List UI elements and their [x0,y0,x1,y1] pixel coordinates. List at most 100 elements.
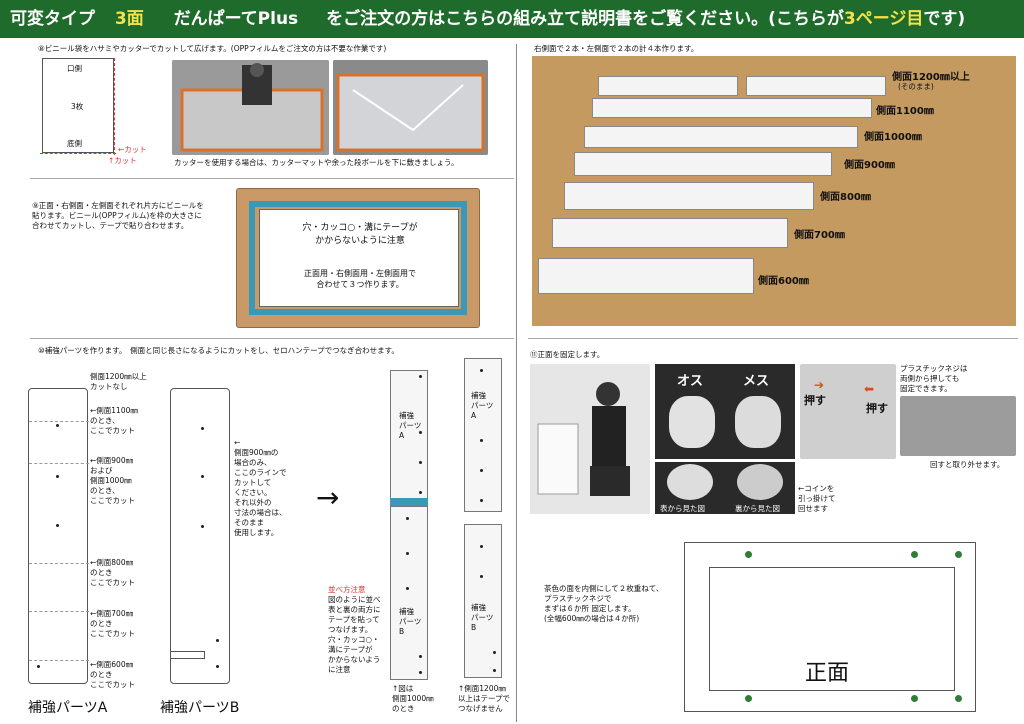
s9-note-3: 正面用・右側面用・左側面用で [304,269,416,278]
panel-1100 [592,98,872,118]
header-type: 可変タイプ [10,9,95,29]
s9-line-3: 合わせてカットし、テープで貼り合わせます。 [32,221,189,230]
s9-note-1: 穴・カッコ○・溝にテープが [302,223,418,233]
panel-1200-a [598,76,738,96]
s9-line-1: ⑨正面・右側面・左側面それぞれ片方にビニールを [32,201,204,210]
screw-male-icon [669,396,715,448]
cut-label-2: ↑カット [108,156,137,165]
label-push-1: 押す [804,394,826,407]
a-top-label: 側面1200㎜以上 カットなし [90,372,147,392]
cut-label-1: ←カット [118,145,147,154]
divider-s8 [30,178,514,179]
s9-text: ⑨正面・右側面・左側面それぞれ片方にビニールを 貼ります。ビニール(OPPフィル… [32,201,204,231]
a-top-2: カットなし [90,382,128,391]
screw-point [911,551,918,558]
warning-block: 並べ方注意 図のように並べ表と裏の両方にテープを貼ってつなげます。穴・カッコ○・… [328,585,381,674]
tape-join [390,498,428,506]
a-top-1: 側面1200㎜以上 [90,372,147,381]
label-1000: 側面1000㎜ [864,132,922,143]
photo-screws: オス メス [655,364,795,459]
header-page: 3ページ目 [843,9,924,29]
label-female: メス [743,374,770,389]
header-end: です) [923,9,966,29]
label-back-view: 裏から見た図 [735,504,780,513]
panel-700 [552,218,788,248]
frame-diagram: 穴・カッコ○・溝にテープが かからないように注意 正面用・右側面用・左側面用で … [236,188,480,328]
bag-bottom: 底側 [67,139,82,148]
screw-point [955,551,962,558]
part-a-diagram [28,388,89,684]
arrow-right-icon: ➔ [814,378,825,392]
divider-right [528,338,1018,339]
page-header: 可変タイプ 3面 だんぱーてPlus をご注文の方はこちらの組み立て説明書をご覧… [0,0,1024,38]
screw-point [745,551,752,558]
film-window: 穴・カッコ○・溝にテープが かからないように注意 正面用・右側面用・左側面用で … [259,209,459,307]
remove-note: 回すと取り外せます。 [930,460,1005,469]
label-1100: 側面1100㎜ [876,106,934,117]
rtop-title: 右側面で２本・左側面で２本の計４本作ります。 [534,44,699,53]
bag-top: 口側 [67,64,82,73]
screw-point [955,695,962,702]
screw-female-icon [735,396,781,448]
warning-title: 並べ方注意 [328,585,366,594]
bag-diagram: 口側 3枚 底側 [42,58,114,153]
panel-1200-b [746,76,886,96]
s9-note-2: かからないように注意 [315,236,405,246]
header-product: だんぱーてPlus [173,9,299,29]
screw-note: プラスチックネジは両側から押しても固定できます。 [900,364,968,393]
s9-note-4: 合わせて３つ作ります。 [316,280,404,289]
front-label: 正面 [805,661,850,686]
panel-800 [564,182,814,210]
front-window [709,567,955,691]
photo-cutting [172,60,329,155]
arrow-left-icon: ⬅ [864,382,875,396]
screw-point [745,695,752,702]
panel-900 [574,152,832,176]
s9-warning: 穴・カッコ○・溝にテープが かからないように注意 [260,222,460,248]
cut-line-v [114,58,115,155]
s10-title: ⑩補強パーツを作ります。 側面と同じ長さになるようにカットをし、セロハンテープで… [38,346,399,355]
label-800: 側面800㎜ [820,192,871,203]
photo-views [655,462,795,514]
s8-caption: カッターを使用する場合は、カッターマットや余った段ボールを下に敷きましょう。 [174,158,459,167]
bag-count: 3枚 [71,102,84,111]
label-1200-note: (そのまま) [898,82,934,91]
b-note: ←側面900㎜の場合のみ、ここのラインでカットしてください。それ以外の寸法の場合… [234,438,287,537]
arrow-icon: → [316,481,340,514]
label-600: 側面600㎜ [758,276,809,287]
divider-s9 [30,338,514,339]
photo-push: 押す 押す ➔ ⬅ [800,364,896,459]
coin-note: ←コインを引っ掛けて回せます [798,484,836,513]
label-1200: 側面1200㎜以上 [892,72,970,83]
label-part-a: 補強パーツA [28,700,108,716]
header-instruction: をご注文の方はこちらの組み立て説明書をご覧ください。(こちらが [326,9,844,29]
s8-title: ⑧ビニール袋をハサミやカッターでカットして広げます。(OPPフィルムをご注文の方… [38,44,387,53]
part-b-diagram [170,388,230,684]
label-front-view: 表から見た図 [660,504,705,513]
header-faces: 3面 [114,9,144,29]
photo-remove [900,396,1016,456]
photo-person [530,364,650,514]
front-panel-diagram: 正面 [684,542,976,712]
label-700: 側面700㎜ [794,230,845,241]
fix-note: 茶色の面を内側にして２枚重ねて、プラスチックネジでまずは６か所 固定します。(全… [544,584,664,623]
panel-1000 [584,126,858,148]
label-part-b: 補強パーツB [160,700,240,716]
panels-photo: 側面1200㎜以上 (そのまま) 側面1100㎜ 側面1000㎜ 側面900㎜ … [532,56,1016,326]
label-900: 側面900㎜ [844,160,895,171]
